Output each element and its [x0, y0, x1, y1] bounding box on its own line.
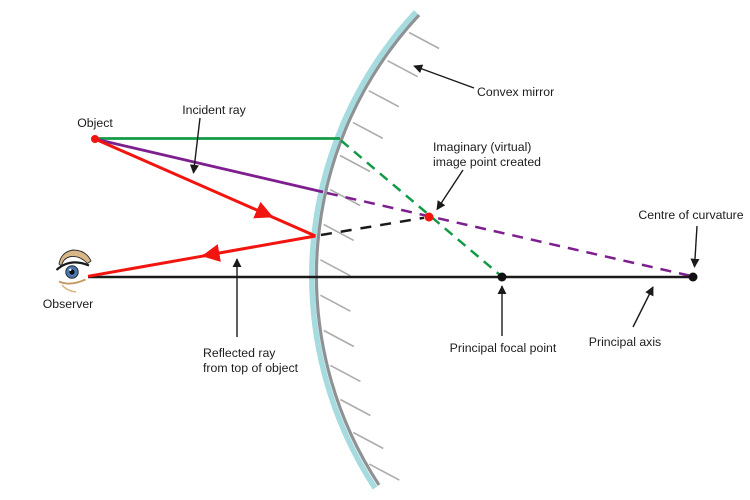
observer-label: Observer: [43, 297, 94, 311]
reflected-ray-label-line1: Reflected ray: [203, 346, 276, 360]
centre-directed-ray-purple: [94, 137, 324, 194]
mirror-hatch-mark: [408, 31, 440, 50]
convex-mirror: [309, 10, 440, 490]
mirror-hatch-mark: [339, 154, 371, 173]
convex-mirror-label: Convex mirror: [477, 85, 554, 99]
mirror-hatch-mark: [352, 121, 384, 140]
centre-of-curvature-pointer-arrow: [690, 225, 700, 268]
mirror-back-surface: [314, 13, 421, 486]
observer-eye-icon: [55, 249, 92, 293]
mirror-hatch-mark: [339, 398, 371, 417]
object-point: [91, 135, 99, 143]
virtual-extension-to-centre: [326, 191, 690, 277]
centre-of-curvature-point: [688, 272, 698, 282]
centre-of-curvature-label: Centre of curvature: [638, 208, 743, 222]
mirror-hatch-mark: [368, 463, 400, 481]
principal-focal-point: [497, 272, 507, 282]
incident-ray-red: [94, 137, 317, 238]
virtual-image-point: [424, 212, 434, 222]
mirror-hatch-mark: [320, 259, 351, 277]
imaginary-image-label-line2: image point created: [433, 155, 541, 169]
imaginary-image-label-line1: Imaginary (virtual): [433, 140, 531, 154]
object-label: Object: [77, 116, 113, 130]
mirror-hatch-mark: [330, 364, 361, 383]
convex-mirror-pointer-arrow: [413, 64, 475, 89]
mirror-hatch-mark: [329, 188, 361, 207]
mirror-hatch-mark: [323, 329, 355, 348]
incident-ray-pointer-arrow: [189, 117, 201, 174]
mirror-hatch-mark: [368, 89, 400, 108]
mirror-hatch-mark: [352, 431, 384, 450]
virtual-extension-to-focal-point: [340, 139, 501, 276]
principal-focal-point-label: Principal focal point: [450, 341, 557, 355]
mirror-hatch-mark: [387, 59, 418, 78]
incident-ray-label: Incident ray: [182, 103, 246, 117]
mirror-glass-surface: [309, 10, 419, 490]
image-point-pointer-arrow: [436, 169, 464, 211]
reflected-ray-red: [87, 234, 316, 278]
reflected-ray-label-line2: from top of object: [203, 361, 299, 375]
principal-axis-label: Principal axis: [589, 335, 661, 349]
mirror-hatch-mark: [323, 223, 355, 242]
virtual-extension-of-reflected-ray: [320, 216, 425, 237]
mirror-hatch-mark: [320, 294, 351, 312]
mirror-hatching: [320, 31, 440, 481]
principal-axis-pointer-arrow: [632, 286, 654, 328]
